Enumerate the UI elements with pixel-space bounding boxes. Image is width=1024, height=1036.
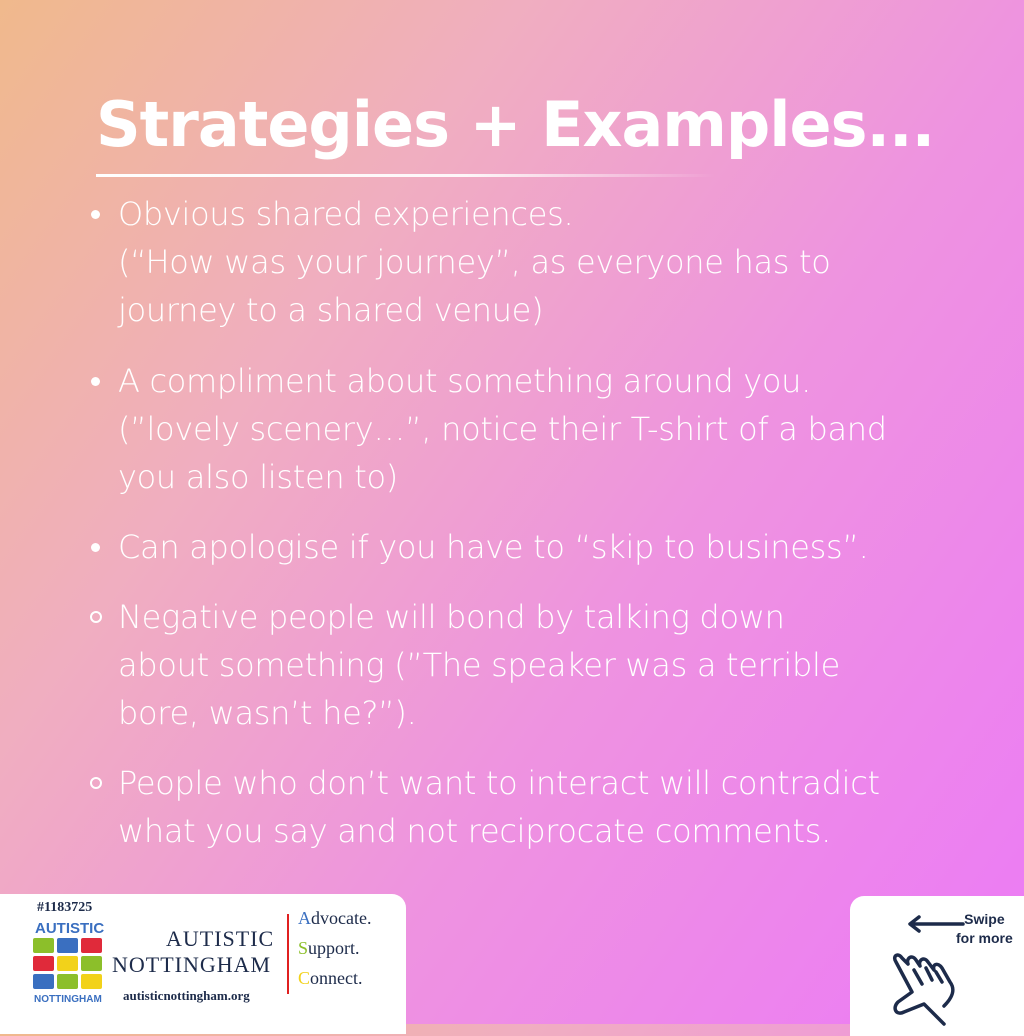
list-item-line: (“How was your journey”, as everyone has… [118,243,831,281]
page-title: Strategies + Examples... [96,88,935,161]
org-name-line2: NOTTINGHAM [112,952,272,977]
bullet-dot-icon [91,543,100,552]
tagline-rest: dvocate. [311,908,372,928]
org-name-line1: AUTISTIC [166,926,275,951]
list-item-line: journey to a shared venue) [118,291,544,329]
divider [287,914,289,994]
charity-number: #1183725 [37,900,93,915]
bullet-ring-icon [90,611,102,623]
website-link[interactable]: autisticnottingham.org [123,988,250,1003]
bullet-dot-icon [91,377,100,386]
logo-square [57,938,78,953]
swipe-line2: for more [956,930,1013,946]
bullet-dot-icon [91,210,100,219]
list-item-line: what you say and not reciprocate comment… [118,812,831,850]
logo-square [33,938,54,953]
list-item: People who don’t want to interact will c… [90,759,880,855]
tagline: Support. [298,938,360,959]
list-item-line: A compliment about something around you. [118,362,812,400]
list-item-line: Can apologise if you have to “skip to bu… [118,528,869,566]
swipe-label: Swipe for more [956,910,1013,948]
tagline: Connect. [298,968,363,989]
list-item-line: Negative people will bond by talking dow… [118,598,785,636]
swipe-hint-card[interactable]: Swipe for more [850,896,1024,1036]
bullet-ring-icon [90,777,102,789]
title-underline [96,174,716,177]
list-item-line: bore, wasn’t he?”). [118,694,417,732]
arrow-left-icon [908,915,965,933]
swipe-line1: Swipe [964,911,1005,927]
list-item-line: about something (”The speaker was a terr… [118,646,840,684]
hand-swipe-icon [892,953,955,1026]
logo-square [57,974,78,989]
logo-bottom-text: NOTTINGHAM [34,994,102,1005]
list-item: A compliment about something around you.… [91,357,887,501]
tagline-initial: C [298,968,311,988]
logo-square [81,938,102,953]
logo-square [81,956,102,971]
tagline-initial: S [298,938,309,958]
logo-square [57,956,78,971]
list-item: Can apologise if you have to “skip to bu… [91,523,869,571]
logo-square [33,974,54,989]
logo-grid-icon [33,938,102,989]
tagline-rest: upport. [308,938,360,958]
list-item: Obvious shared experiences. (“How was you… [91,190,831,334]
list-item-line: People who don’t want to interact will c… [118,764,880,802]
logo-top-text: AUTISTIC [35,920,105,937]
list-item-line: Obvious shared experiences. [118,195,574,233]
tagline: Advocate. [298,908,371,929]
list-item-line: (”lovely scenery…”, notice their T-shirt… [118,410,887,448]
logo-square [81,974,102,989]
list-item: Negative people will bond by talking dow… [90,593,840,737]
list-item-line: you also listen to) [118,458,398,496]
tagline-rest: onnect. [310,968,363,988]
logo-square [33,956,54,971]
tagline-initial: A [298,908,311,928]
organization-logo-card: #1183725 AUTISTIC NOTTINGHAM AUTISTIC NO… [0,894,406,1034]
